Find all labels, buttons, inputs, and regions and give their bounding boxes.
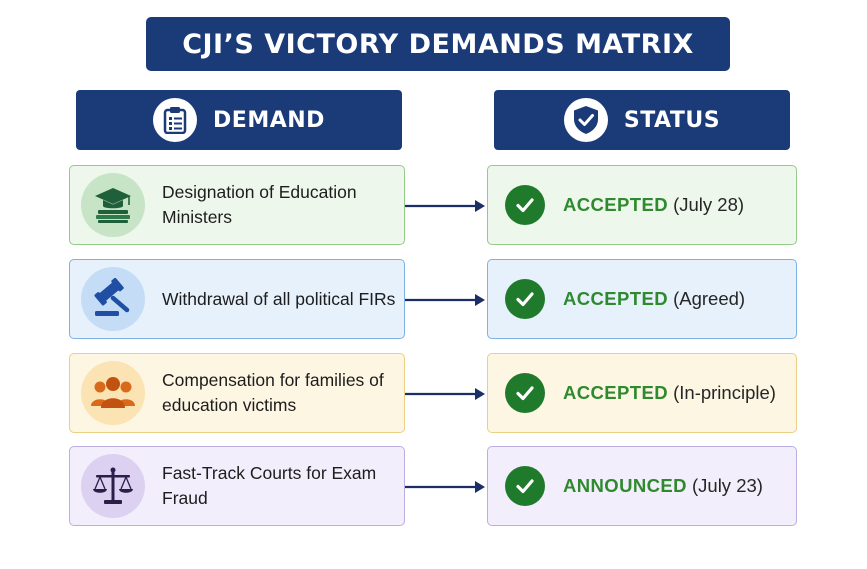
status-note: (In-principle) [673,382,776,403]
status-header-label: STATUS [623,107,721,133]
status-note: (Agreed) [673,288,746,309]
status-text: ANNOUNCED (July 23) [563,475,763,497]
status-text: ACCEPTED (Agreed) [563,288,745,310]
arrow-icon [405,388,485,400]
demand-card: Withdrawal of all political FIRs [69,259,405,339]
status-label: ACCEPTED [563,288,668,309]
scales-of-justice-icon [81,454,145,518]
demand-text: Compensation for families of education v… [162,370,384,415]
status-card: ACCEPTED (In-principle) [487,353,797,433]
demand-card: Compensation for families of education v… [69,353,405,433]
people-group-icon [81,361,145,425]
demand-text: Fast-Track Courts for Exam Fraud [162,463,377,508]
status-note: (July 28) [673,194,745,215]
demand-header-label: DEMAND [213,107,325,133]
status-label: ACCEPTED [563,194,668,215]
shield-check-icon [563,98,608,142]
demand-card: Fast-Track Courts for Exam Fraud [69,446,405,526]
demand-text: Withdrawal of all political FIRs [162,288,396,309]
arrow-icon [405,200,485,212]
status-text: ACCEPTED (July 28) [563,194,744,216]
clipboard-icon [153,98,198,142]
status-label: ACCEPTED [563,382,668,403]
check-circle-icon [505,279,545,319]
page-title: CJI’S VICTORY DEMANDS MATRIX [146,17,730,71]
status-card: ACCEPTED (July 28) [487,165,797,245]
status-card: ACCEPTED (Agreed) [487,259,797,339]
demand-card: Designation of Education Ministers [69,165,405,245]
status-label: ANNOUNCED [563,475,687,496]
status-note: (July 23) [692,475,763,496]
demand-text: Designation of Education Ministers [162,182,357,227]
status-card: ANNOUNCED (July 23) [487,446,797,526]
status-column-header: STATUS [494,90,790,150]
graduation-cap-icon [81,173,145,237]
status-text: ACCEPTED (In-principle) [563,382,776,404]
demand-column-header: DEMAND [76,90,402,150]
check-circle-icon [505,185,545,225]
arrow-icon [405,294,485,306]
check-circle-icon [505,466,545,506]
arrow-icon [405,481,485,493]
check-circle-icon [505,373,545,413]
gavel-icon [81,267,145,331]
